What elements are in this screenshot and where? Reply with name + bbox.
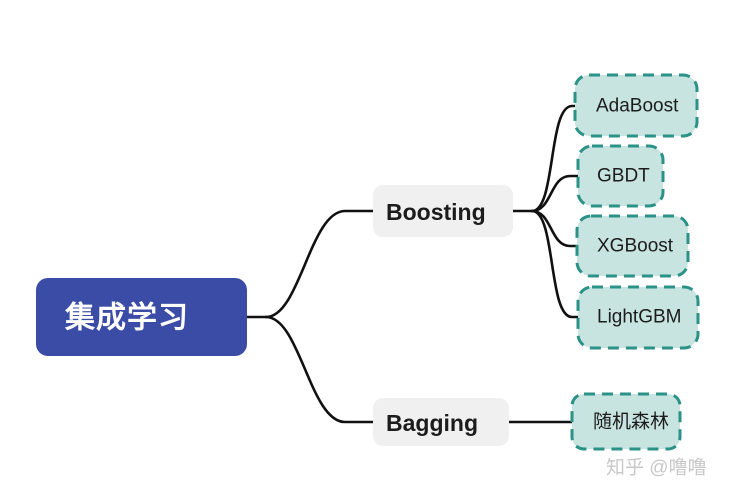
connector-boosting-to-adaboost: [530, 104, 592, 213]
connector-root-to-bagging: [264, 315, 375, 424]
node-root-shape[interactable]: [36, 278, 247, 356]
node-gbdt[interactable]: GBDT: [576, 144, 665, 208]
node-adaboost[interactable]: AdaBoost: [573, 73, 699, 138]
node-bagging-shape[interactable]: [373, 398, 509, 446]
node-gbdt-label: GBDT: [597, 166, 650, 187]
node-boosting[interactable]: Boosting: [373, 185, 513, 237]
connector-root-to-boosting: [264, 209, 375, 319]
connector-boosting-to-gbdt: [530, 174, 594, 213]
watermark-label: 知乎 @噜噜: [606, 457, 707, 479]
node-bagging[interactable]: Bagging: [373, 398, 509, 446]
node-xgboost-shape[interactable]: [575, 214, 690, 278]
node-random-forest-shape[interactable]: [570, 392, 682, 451]
node-gbdt-shape[interactable]: [576, 144, 665, 208]
connector-group-root: [247, 209, 375, 424]
node-adaboost-shape[interactable]: [573, 73, 699, 138]
connector-group-boosting: [513, 104, 594, 319]
node-boosting-shape[interactable]: [373, 185, 513, 237]
node-root-label: 集成学习: [64, 301, 189, 335]
node-boosting-label: Boosting: [386, 199, 486, 225]
connector-boosting-to-lightgbm: [530, 209, 594, 319]
node-lightgbm[interactable]: LightGBM: [576, 285, 700, 350]
node-random-forest-label: 随机森林: [593, 411, 669, 433]
node-root[interactable]: 集成学习: [36, 278, 247, 356]
node-xgboost-label: XGBoost: [597, 236, 674, 257]
node-adaboost-label: AdaBoost: [596, 96, 679, 117]
node-lightgbm-shape[interactable]: [576, 285, 700, 350]
node-xgboost[interactable]: XGBoost: [575, 214, 690, 278]
node-random-forest[interactable]: 随机森林: [570, 392, 682, 451]
node-bagging-label: Bagging: [386, 410, 478, 436]
node-lightgbm-label: LightGBM: [597, 307, 681, 328]
